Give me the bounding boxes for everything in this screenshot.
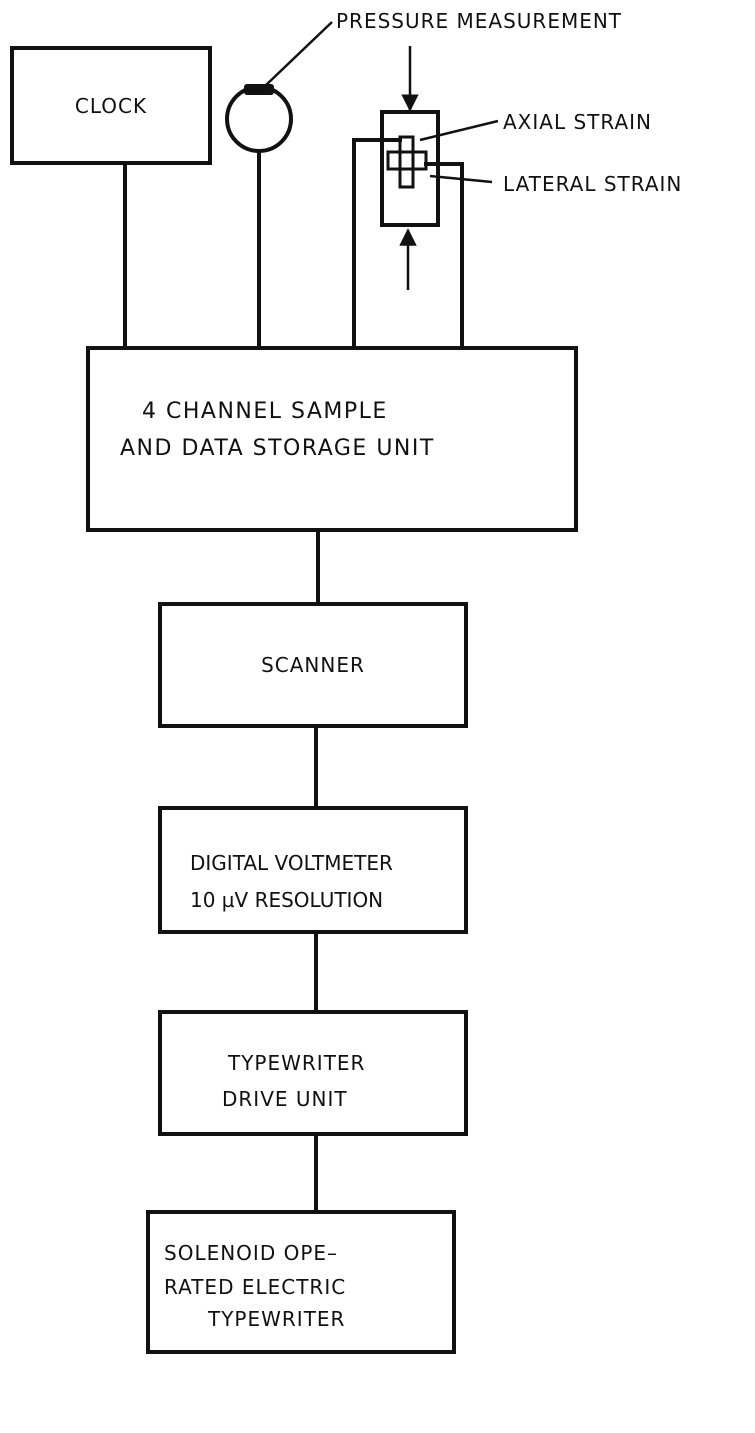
- pressure-measurement-label: PRESSURE MEASUREMENT: [336, 9, 622, 33]
- dvm-label-line2: 10 µV RESOLUTION: [190, 888, 383, 912]
- axial-gauge-wire: [352, 138, 402, 350]
- digital-voltmeter-block: [158, 806, 468, 934]
- drive-label-line2: DRIVE UNIT: [222, 1087, 348, 1111]
- axial-strain-label: AXIAL STRAIN: [503, 110, 652, 134]
- scanner-block: [158, 602, 468, 728]
- axial-leader-line: [419, 119, 499, 142]
- dvm-label-line1: DIGITAL VOLTMETER: [190, 851, 393, 875]
- lateral-gauge-wire: [424, 162, 464, 350]
- storage-unit-block: [86, 346, 578, 532]
- clock-block: [10, 46, 212, 165]
- storage-unit-label-line2: AND DATA STORAGE UNIT: [120, 436, 435, 461]
- pressure-gauge-cap: [244, 84, 274, 95]
- pressure-leader-line: [264, 21, 333, 87]
- typewriter-label-line3: TYPEWRITER: [207, 1307, 345, 1331]
- typewriter-drive-block: [158, 1010, 468, 1136]
- drive-label-line1: TYPEWRITER: [227, 1051, 365, 1075]
- lateral-strain-label: LATERAL STRAIN: [503, 172, 682, 196]
- pressure-gauge-icon: [225, 85, 293, 153]
- scanner-label: SCANNER: [261, 653, 365, 677]
- storage-unit-label-line1: 4 CHANNEL SAMPLE: [142, 399, 388, 424]
- typewriter-label-line1: SOLENOID OPE–: [164, 1241, 338, 1265]
- lateral-strain-gauge: [386, 150, 428, 171]
- typewriter-label-line2: RATED ELECTRIC: [164, 1275, 346, 1299]
- electric-typewriter-block: [146, 1210, 456, 1354]
- clock-label: CLOCK: [75, 94, 147, 118]
- axial-strain-gauge: [398, 135, 415, 189]
